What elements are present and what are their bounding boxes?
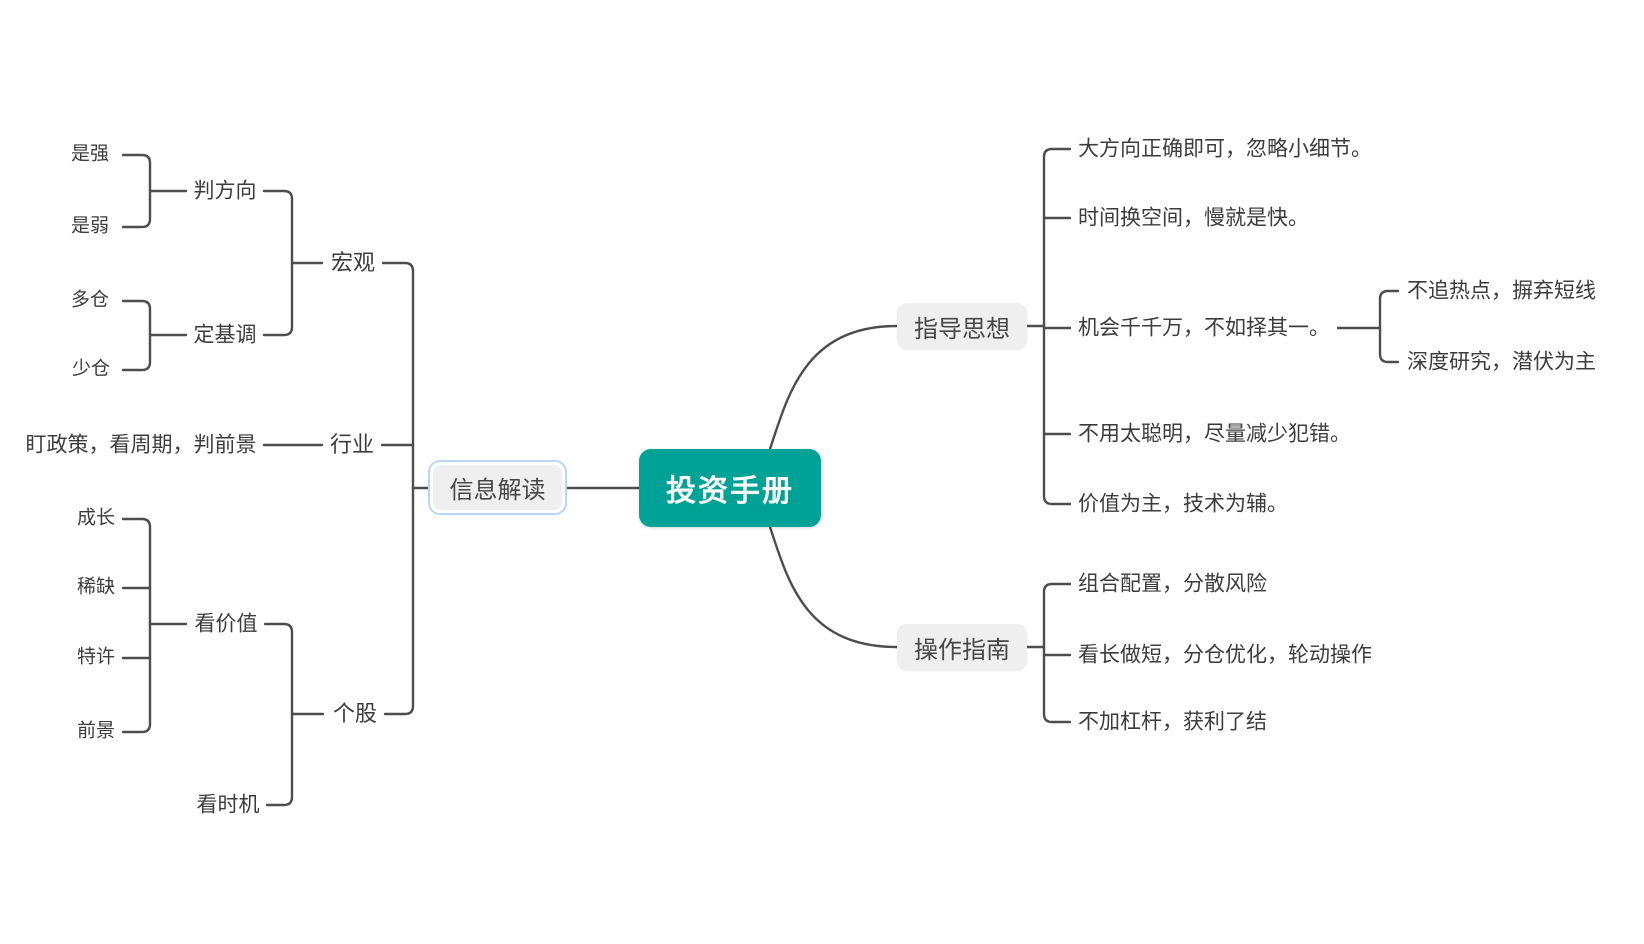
node-value-franchise[interactable]: 特许 [76, 646, 116, 668]
link-info-children [381, 261, 415, 716]
node-operation-point-2[interactable]: 看长做短，分仓优化，轮动操作 [1078, 643, 1372, 667]
node-stock-timing[interactable]: 看时机 [196, 793, 260, 817]
node-stock-value[interactable]: 看价值 [194, 612, 258, 636]
link-macro-children [262, 189, 294, 337]
node-focus-2[interactable]: 深度研究，潜伏为主 [1407, 350, 1596, 374]
node-industry-method[interactable]: 盯政策，看周期，判前景 [25, 433, 257, 457]
node-root-topic[interactable]: 投资手册 [639, 449, 821, 527]
node-tone[interactable]: 定基调 [193, 323, 257, 347]
node-operation[interactable]: 操作指南 [897, 624, 1027, 670]
node-industry[interactable]: 行业 [329, 431, 375, 457]
link-tone-children [121, 299, 152, 372]
node-value-prospect[interactable]: 前景 [76, 720, 116, 742]
node-guiding-point-5[interactable]: 价值为主，技术为辅。 [1078, 492, 1288, 516]
link-stock-children [263, 622, 294, 807]
node-guiding-point-4[interactable]: 不用太聪明，尽量减少犯错。 [1078, 422, 1351, 446]
node-tone-heavy[interactable]: 多仓 [70, 289, 110, 311]
node-stock[interactable]: 个股 [332, 700, 378, 726]
node-macro[interactable]: 宏观 [330, 249, 376, 275]
node-operation-point-1[interactable]: 组合配置，分散风险 [1078, 572, 1267, 596]
node-guiding-point-1[interactable]: 大方向正确即可，忽略小细节。 [1078, 137, 1372, 161]
node-tone-light[interactable]: 少仓 [71, 358, 111, 380]
node-value-growth[interactable]: 成长 [76, 507, 116, 529]
node-operation-point-3[interactable]: 不加杠杆，获利了结 [1078, 710, 1267, 734]
node-direction-weak[interactable]: 是弱 [70, 215, 110, 237]
node-info[interactable]: 信息解读 [428, 460, 567, 515]
link-focus-children [1378, 289, 1400, 364]
node-focus-1[interactable]: 不追热点，摒弃短线 [1407, 279, 1596, 303]
node-value-scarcity[interactable]: 稀缺 [76, 576, 116, 598]
link-root-operation [768, 525, 899, 649]
link-value-children [121, 517, 152, 734]
link-operation-children [1042, 582, 1072, 724]
link-direction-children [121, 153, 152, 229]
node-direction-strong[interactable]: 是强 [70, 143, 110, 165]
link-guiding-children [1042, 147, 1072, 506]
node-direction[interactable]: 判方向 [193, 179, 257, 203]
node-info-label: 信息解读 [433, 465, 562, 510]
link-root-guiding [768, 324, 899, 451]
node-guiding-point-2[interactable]: 时间换空间，慢就是快。 [1078, 206, 1309, 230]
node-guiding[interactable]: 指导思想 [897, 303, 1027, 349]
node-guiding-point-3[interactable]: 机会千千万，不如择其一。 [1078, 316, 1330, 340]
